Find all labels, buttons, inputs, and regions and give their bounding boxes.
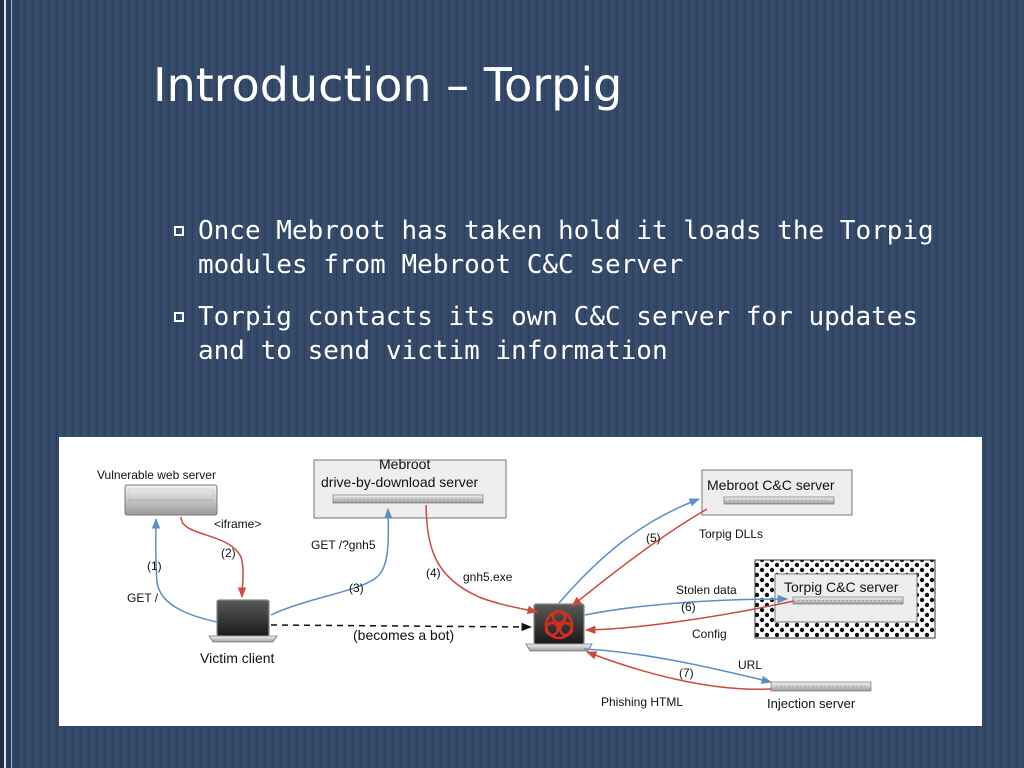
server-rack-icon <box>770 681 872 692</box>
torpig-cc-label: Torpig C&C server <box>784 579 899 595</box>
vulnerable-server-node: Vulnerable web server <box>97 468 218 516</box>
edge-label-get-root: GET / <box>127 591 159 605</box>
edge-label-step6: (6) <box>681 600 696 614</box>
mebroot-dbd-box <box>313 459 507 519</box>
mebroot-cc-box <box>701 469 853 516</box>
square-bullet-icon <box>174 312 184 322</box>
bullet-text: Torpig contacts its own C&C server for u… <box>198 302 919 366</box>
server-rack-icon <box>332 494 484 504</box>
mebroot-dbd-label-line2: drive-by-download server <box>321 474 479 490</box>
edge-label-step2: (2) <box>221 546 236 560</box>
edge-get-gnh5 <box>270 507 393 616</box>
edge-torpig-dlls <box>571 508 708 607</box>
edge-label-gnh5-exe: gnh5.exe <box>463 570 513 584</box>
edge-label-step7: (7) <box>679 666 694 680</box>
edge-label-step5: (5) <box>646 531 661 545</box>
edge-iframe-request <box>180 516 247 599</box>
edge-get-root <box>151 517 218 623</box>
mebroot-dbd-server-node: Mebroot drive-by-download server <box>313 456 507 519</box>
edge-label-step1: (1) <box>147 559 162 573</box>
diagram-canvas: Vulnerable web server Mebroot drive-by-d… <box>97 456 936 711</box>
torpig-diagram: Vulnerable web server Mebroot drive-by-d… <box>59 437 982 726</box>
bullet-list: Once Mebroot has taken hold it loads the… <box>172 214 972 386</box>
victim-client-node: Victim client <box>200 599 278 666</box>
edge-config <box>584 600 795 635</box>
slide-left-border <box>0 0 20 768</box>
mebroot-cc-label: Mebroot C&C server <box>707 477 835 493</box>
edge-label-stolen-data: Stolen data <box>676 583 737 597</box>
server-rack-icon <box>723 496 835 505</box>
edge-phishing-html <box>586 651 772 691</box>
edge-label-step3: (3) <box>349 581 364 595</box>
laptop-icon <box>208 599 278 643</box>
slide-title: Introduction – Torpig <box>153 58 623 112</box>
injection-server-node: Injection server <box>767 681 872 711</box>
server-rack-icon <box>792 596 904 605</box>
edge-label-becomes-bot: (becomes a bot) <box>353 627 454 643</box>
edge-stolen-data <box>584 594 789 616</box>
mebroot-dbd-label-line1: Mebroot <box>379 456 430 472</box>
server-icon <box>124 484 218 516</box>
edge-label-phishing-html: Phishing HTML <box>601 695 683 709</box>
square-bullet-icon <box>174 226 184 236</box>
torpig-cc-server-node: Torpig C&C server <box>754 559 936 639</box>
edge-label-step4: (4) <box>426 566 441 580</box>
injection-server-label: Injection server <box>767 696 856 711</box>
mebroot-cc-server-node: Mebroot C&C server <box>701 469 853 516</box>
edge-label-iframe: <iframe> <box>214 517 261 531</box>
biohazard-icon <box>544 609 574 640</box>
bot-client-node <box>525 603 593 652</box>
bullet-item: Once Mebroot has taken hold it loads the… <box>172 214 972 282</box>
vulnerable-server-label: Vulnerable web server <box>97 468 216 482</box>
bullet-item: Torpig contacts its own C&C server for u… <box>172 300 972 368</box>
bullet-text: Once Mebroot has taken hold it loads the… <box>198 216 934 280</box>
edge-bot-to-mebroot-cc <box>558 498 700 604</box>
victim-client-label: Victim client <box>200 650 275 666</box>
edge-label-url: URL <box>738 658 762 672</box>
edge-url <box>583 648 773 684</box>
edge-label-config: Config <box>692 627 727 641</box>
edge-gnh5-exe <box>425 504 539 614</box>
edge-label-torpig-dlls: Torpig DLLs <box>699 527 763 541</box>
edge-label-get-gnh5: GET /?gnh5 <box>311 538 376 552</box>
